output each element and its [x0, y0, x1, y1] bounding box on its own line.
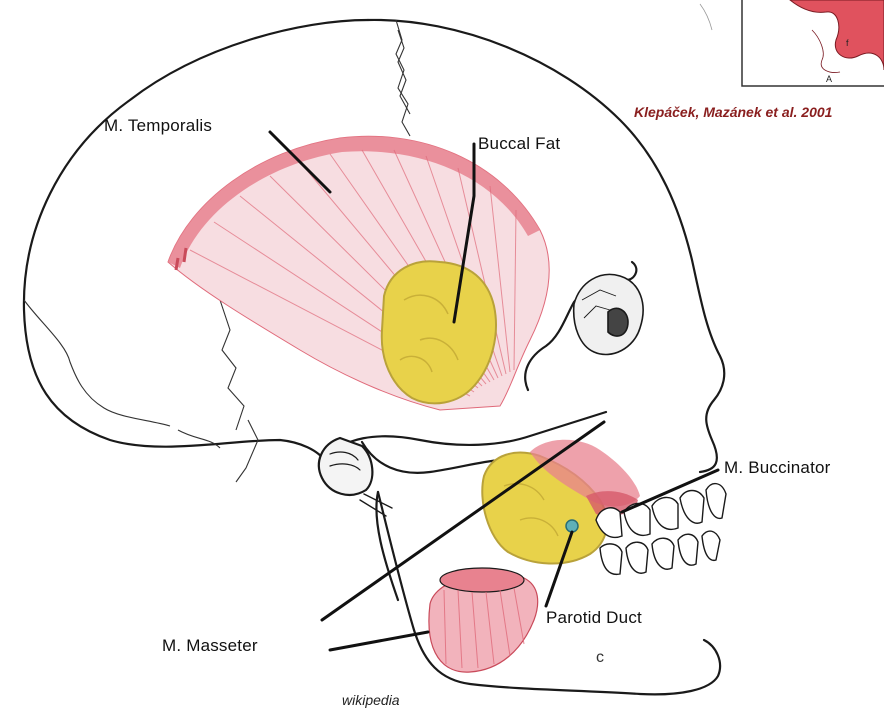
masseter-muscle	[429, 568, 538, 672]
parotid-duct-opening	[566, 520, 578, 532]
credit-citation: Klepáček, Mazánek et al. 2001	[634, 104, 832, 120]
inset-red-shape	[790, 0, 884, 70]
temporalis-muscle	[168, 136, 549, 410]
inset-letter-f: f	[846, 38, 849, 48]
label-buccinator: M. Buccinator	[724, 458, 831, 478]
label-buccal-fat: Buccal Fat	[478, 134, 560, 154]
leader-masseter-lower	[330, 632, 428, 650]
label-temporalis: M. Temporalis	[104, 116, 212, 136]
label-parotid-duct: Parotid Duct	[546, 608, 642, 628]
label-masseter: M. Masseter	[162, 636, 258, 656]
source-watermark: wikipedia	[342, 692, 400, 708]
inset-letter-a: A	[826, 74, 832, 84]
inset-figure	[700, 0, 884, 86]
orbit	[574, 274, 643, 354]
chin-mark: c	[596, 649, 604, 666]
